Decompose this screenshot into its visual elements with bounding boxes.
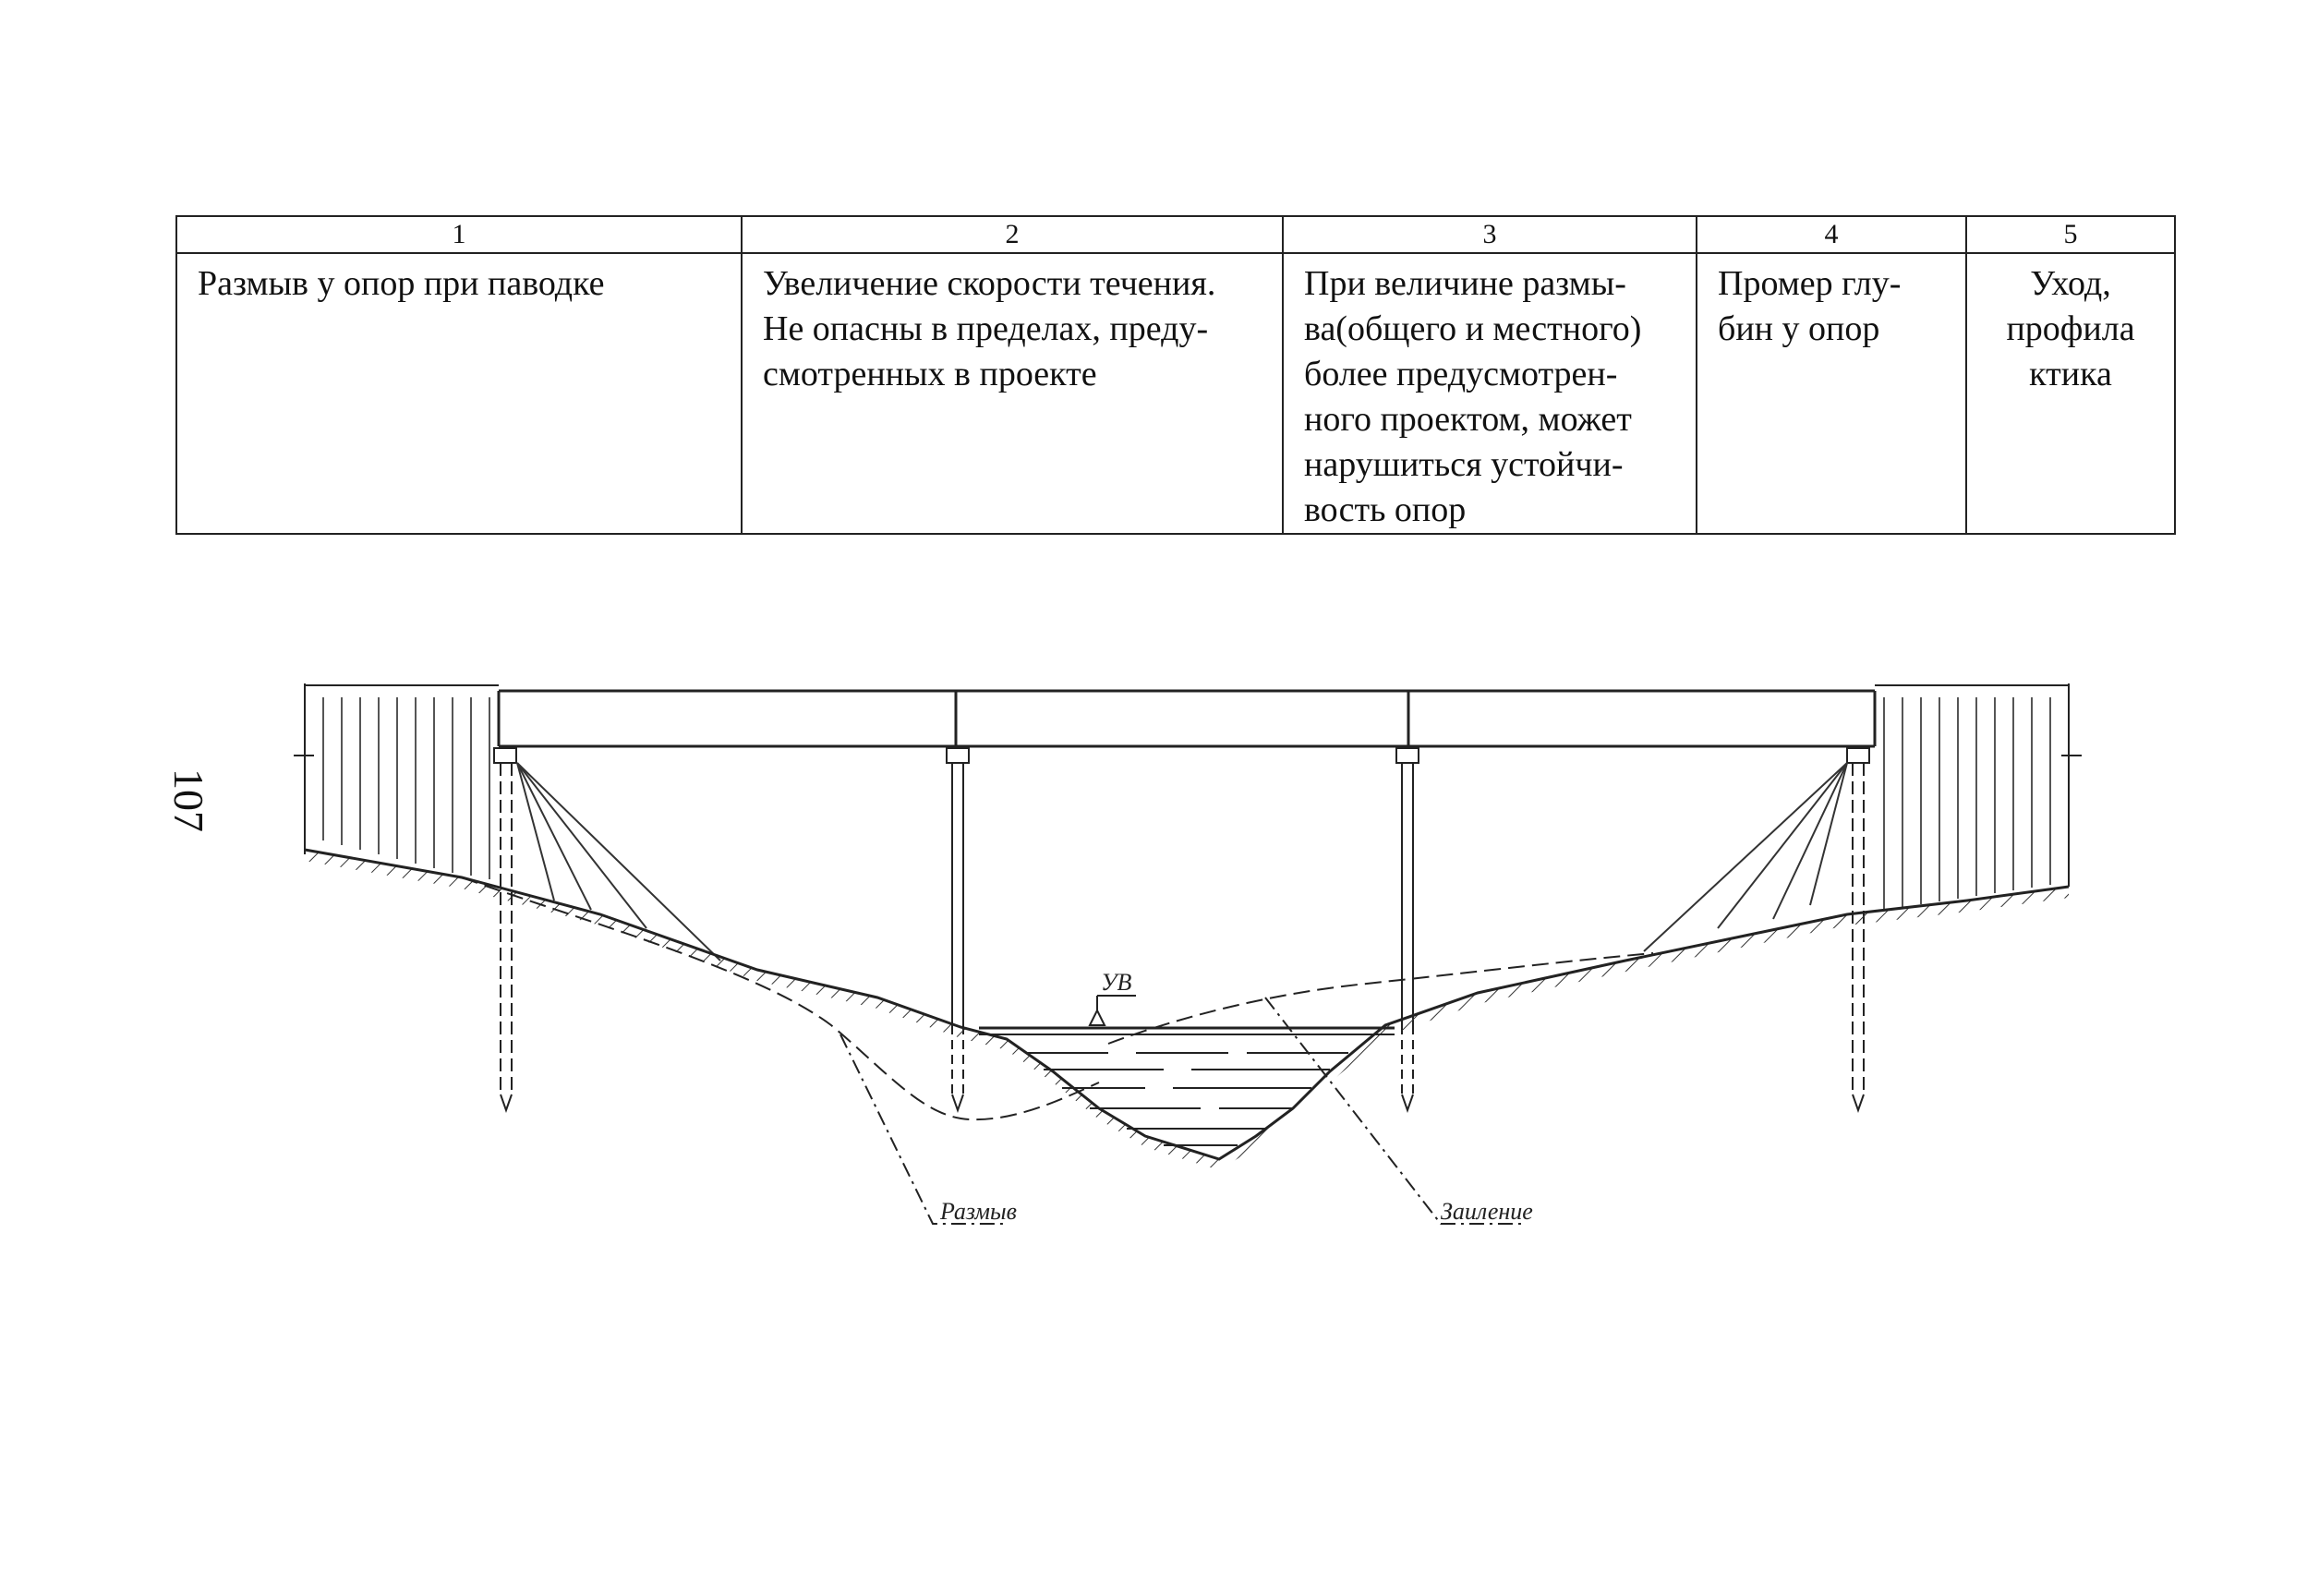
scour-label: Размыв <box>939 1198 1017 1225</box>
cell-cause: Увеличение скорости течения. Не опасны в… <box>741 252 1284 535</box>
bearing-blocks <box>493 747 1870 764</box>
cell-line: ного проектом, может <box>1304 400 1632 439</box>
column-number-3: 3 <box>1282 215 1697 254</box>
silting-line <box>1107 952 1654 1045</box>
bridge-deck <box>497 689 1877 748</box>
cell-line: Промер глу- <box>1718 264 1902 303</box>
cell-line: При величине размы- <box>1304 264 1626 303</box>
water-level-marker <box>1088 995 1136 1026</box>
cell-line: более предусмотрен- <box>1304 355 1618 393</box>
inspection-table: 1 2 3 4 5 Размыв у опор при паводке Увел… <box>175 215 2176 535</box>
column-number-2: 2 <box>741 215 1284 254</box>
cell-line: вость опор <box>1304 490 1467 529</box>
cell-line: ва(общего и местного) <box>1304 309 1642 348</box>
column-number-5: 5 <box>1965 215 2176 254</box>
cell-line: Не опасны в пределах, преду- <box>763 309 1209 348</box>
ground-hatch-band <box>305 850 2069 1170</box>
water-level-label: УВ <box>1101 969 1131 996</box>
cell-line: смотренных в проекте <box>763 355 1097 393</box>
right-bank-hatching <box>1883 697 2070 910</box>
cell-line: бин у опор <box>1718 309 1880 348</box>
left-bank-hatching <box>304 697 490 879</box>
cell-inspection: Промер глу- бин у опор <box>1696 252 1967 535</box>
cone-slopes <box>516 762 1848 961</box>
cell-consequence: При величине размы- ва(общего и местного… <box>1282 252 1697 535</box>
cell-maintenance: Уход, профила ктика <box>1965 252 2176 535</box>
ground-line <box>304 848 2070 1161</box>
scour-line <box>461 877 1100 1121</box>
leader-lines <box>839 997 1524 1225</box>
bank-top-lines <box>294 683 2082 887</box>
water <box>979 1026 1395 1146</box>
cell-defect: Размыв у опор при паводке <box>175 252 743 535</box>
column-number-1: 1 <box>175 215 743 254</box>
cell-line: Размыв у опор при паводке <box>198 264 605 303</box>
column-number-4: 4 <box>1696 215 1967 254</box>
silting-label: Заиление <box>1441 1198 1533 1225</box>
piers <box>500 763 1865 1114</box>
cell-line: Увеличение скорости течения. <box>763 264 1216 303</box>
cell-line: профила <box>2006 309 2135 348</box>
table-header-row: 1 2 3 4 5 <box>175 215 2176 254</box>
cell-line: нарушиться устойчи- <box>1304 445 1624 484</box>
table-row: Размыв у опор при паводке Увеличение ско… <box>175 252 2176 535</box>
cell-line: ктика <box>2029 355 2112 393</box>
cell-line: Уход, <box>2030 264 2111 303</box>
